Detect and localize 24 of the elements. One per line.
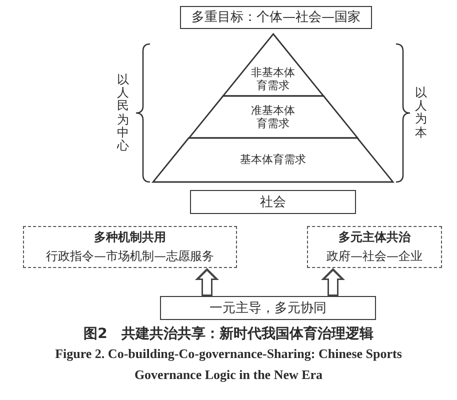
block-arrow xyxy=(321,268,345,296)
pyramid-tier xyxy=(222,34,324,96)
box-title: 多元主体共治 xyxy=(338,230,410,246)
vertical-label: 以人民为中心 xyxy=(117,73,129,153)
vertical-label: 以人为本 xyxy=(415,86,427,140)
block-arrow xyxy=(195,268,219,296)
tier-label: 非基本体育需求 xyxy=(250,66,296,92)
figure-caption: 图2 共建共治共享：新时代我国体育治理逻辑 xyxy=(84,326,374,343)
pyramid-tier xyxy=(188,96,358,138)
box-label: 社会 xyxy=(260,194,286,210)
tier-label: 基本体育需求 xyxy=(240,153,306,166)
box-label: 一元主导，多元协同 xyxy=(210,300,326,316)
box-label: 行政指令—市场机制—志愿服务 xyxy=(46,248,214,264)
goal-box xyxy=(180,6,372,29)
box-title: 多种机制共用 xyxy=(94,230,166,246)
box-label: 多重目标：个体—社会—国家 xyxy=(192,10,360,25)
society-box xyxy=(190,190,356,214)
dashed-box xyxy=(307,226,442,268)
box-label: 政府—社会—企业 xyxy=(326,248,422,264)
caption-text: Figure 2. Co-building-Co-governance-Sharing: Chinese Sports Governance Logic in the New Era xyxy=(54,345,403,384)
tier-label: 准基本体育需求 xyxy=(250,104,296,130)
pyramid-tier xyxy=(153,138,393,182)
dashed-box xyxy=(23,226,237,268)
foundation-box xyxy=(160,296,376,320)
